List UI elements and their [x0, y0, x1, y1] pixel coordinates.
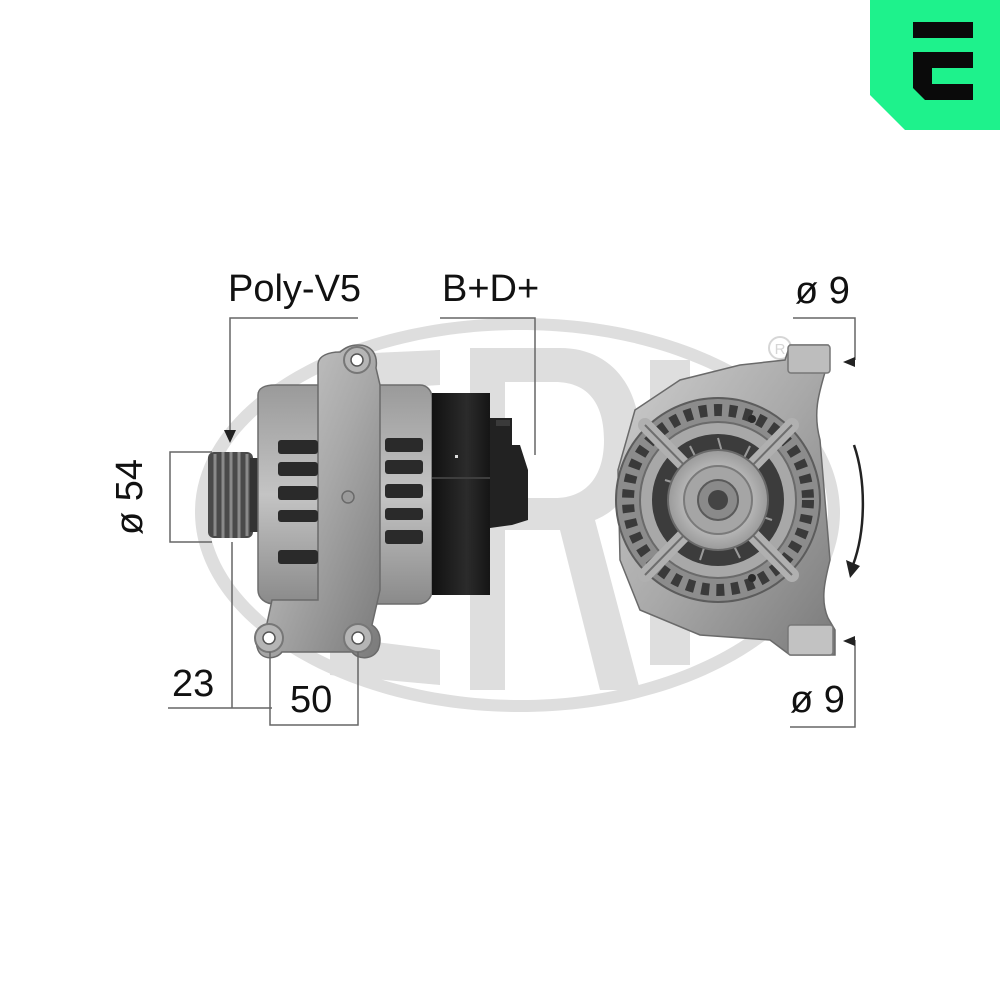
- rotation-arrow-icon: [846, 444, 865, 578]
- side-view-alternator: [208, 344, 528, 659]
- top-hole-diameter-label: ø 9: [795, 270, 850, 312]
- arrow-left-icon: [843, 636, 855, 646]
- logo-letter-e-icon: [913, 22, 973, 100]
- dimension-arrows: [224, 357, 855, 646]
- mount-hole-bottom-right: [343, 623, 373, 653]
- pulley: [208, 452, 258, 538]
- arrow-down-icon: [224, 430, 236, 443]
- front-view-alternator: [615, 344, 836, 656]
- svg-text:R: R: [775, 341, 786, 358]
- pulley-type-label: Poly-V5: [228, 268, 362, 310]
- pulley-diameter-label: ø 54: [109, 458, 152, 536]
- mount-hole-top: [343, 346, 371, 374]
- bottom-hole-diameter-label: ø 9: [790, 679, 845, 721]
- connector-type-label: B+D+: [442, 268, 540, 310]
- connector-cover: [432, 393, 528, 595]
- mount-hole-bottom-left: [254, 623, 284, 653]
- offset-dimension-label: 23: [172, 663, 215, 705]
- dimension-lines: [168, 317, 856, 728]
- mount-spacing-label: 50: [290, 679, 333, 721]
- arrow-left-icon: [843, 357, 855, 367]
- brand-logo: [870, 0, 1000, 130]
